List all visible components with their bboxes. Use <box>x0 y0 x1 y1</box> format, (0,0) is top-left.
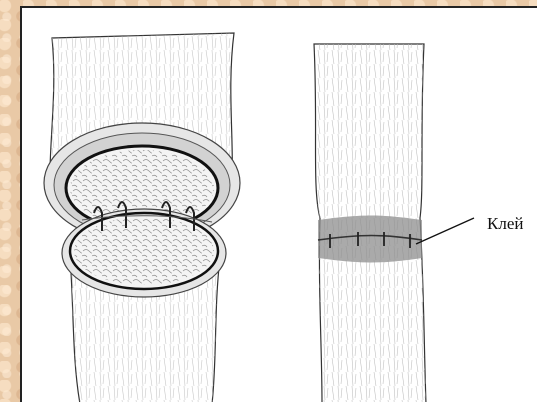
illustration-frame: Клей <box>20 6 537 402</box>
left-lower-nerve-stump <box>62 209 226 402</box>
glue-label: Клей <box>487 214 523 234</box>
nerve-suture-illustration <box>22 8 537 402</box>
glue-band <box>318 216 422 263</box>
callout-leader-line <box>416 218 474 244</box>
